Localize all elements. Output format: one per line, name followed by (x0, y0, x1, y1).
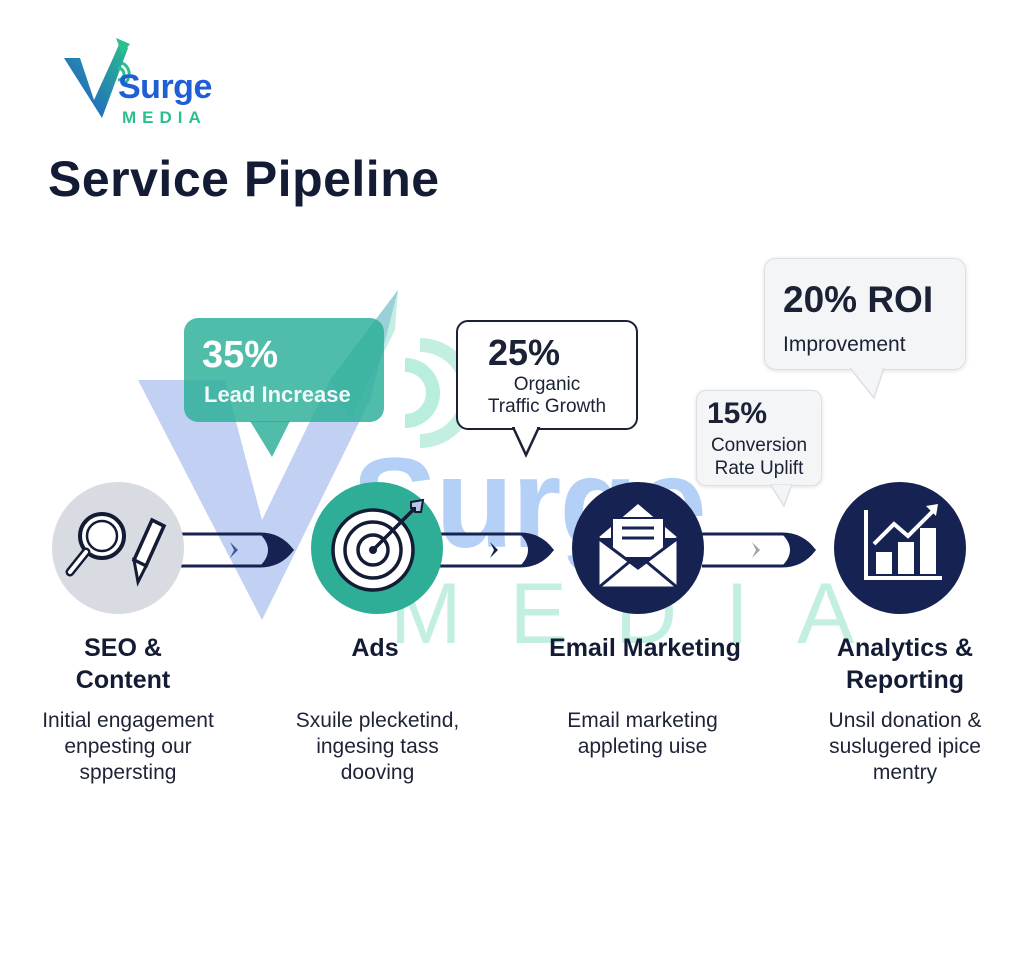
stage-seo-circle (52, 482, 184, 614)
logo-v-arrow-icon (64, 38, 131, 118)
metric-bubble-lead-increase: 35% Lead Increase (184, 318, 384, 422)
brand-logo: Surge MEDIA (62, 38, 222, 128)
metric-bubble-conversion: 15% Conversion Rate Uplift (696, 390, 822, 486)
stage-ads-circle (311, 482, 443, 614)
pipeline-arrow-2 (440, 532, 554, 568)
stage-desc-seo: Initial engagement enpesting our spperst… (18, 708, 238, 786)
envelope-icon (596, 504, 680, 590)
stage-desc-line: ingesing tass (316, 735, 439, 758)
page-title: Service Pipeline (48, 151, 440, 207)
metric-label-line2: Traffic Growth (487, 396, 607, 417)
stage-desc-email: Email marketing appleting uise (530, 708, 755, 760)
metric-bubble-organic-traffic: 25% Organic Traffic Growth (456, 320, 638, 430)
metric-value: 25% (488, 332, 561, 373)
bubble-tail-icon (512, 427, 541, 458)
stage-desc-line: enpesting our (64, 735, 192, 758)
metric-label-line1: Conversion (710, 435, 808, 456)
stage-desc-line: Unsil donation & (828, 709, 982, 732)
bubble-tail-icon (250, 421, 290, 457)
bubble-tail-icon (770, 484, 793, 508)
stage-email-circle (572, 482, 704, 614)
metric-value: 15% (707, 397, 768, 430)
stage-desc-line: appleting uise (577, 735, 708, 758)
logo-media-text: MEDIA (122, 108, 207, 127)
pipeline-arrow-1 (180, 532, 294, 568)
stage-desc-analytics: Unsil donation & suslugered ipice mentry (795, 708, 1015, 786)
metric-label-line2: Rate Uplift (714, 458, 804, 479)
stage-title-line1: Email Marketing (549, 634, 741, 662)
stage-title-email: Email Marketing (520, 632, 770, 664)
stage-title-line1: SEO & (84, 634, 162, 662)
bubble-tail-icon (850, 368, 885, 400)
stage-title-ads: Ads (270, 632, 480, 664)
stage-desc-line: mentry (872, 761, 938, 784)
stage-desc-line: Initial engagement (42, 709, 214, 732)
stage-desc-line: Email marketing (567, 709, 718, 732)
metric-label-line1: Organic (513, 374, 581, 395)
stage-title-line2: Reporting (845, 666, 965, 694)
magnifier-pen-icon (65, 512, 167, 587)
stage-title-seo: SEO & Content (18, 632, 228, 696)
target-icon (331, 498, 425, 592)
bar-chart-icon (864, 504, 942, 580)
metric-label: Lead Increase (204, 382, 351, 407)
stage-desc-line: Sxuile plecketind, (295, 709, 460, 732)
logo-surge-text: Surge (118, 68, 212, 106)
stage-desc-line: sppersting (79, 761, 177, 784)
metric-bubble-roi: 20% ROI Improvement (764, 258, 966, 370)
metric-label: Improvement (783, 333, 906, 356)
metric-value: 35% (202, 334, 279, 376)
pipeline-arrow-3 (702, 532, 816, 568)
stage-desc-line: dooving (340, 761, 415, 784)
stage-title-line1: Analytics & (836, 634, 974, 662)
stage-desc-line: suslugered ipice (829, 735, 981, 758)
stage-title-line1: Ads (351, 634, 399, 662)
stage-desc-ads: Sxuile plecketind, ingesing tass dooving (265, 708, 490, 786)
stage-analytics-circle (834, 482, 966, 614)
metric-value: 20% ROI (783, 279, 934, 320)
stage-title-line2: Content (75, 666, 171, 694)
stage-title-analytics: Analytics & Reporting (795, 632, 1015, 696)
